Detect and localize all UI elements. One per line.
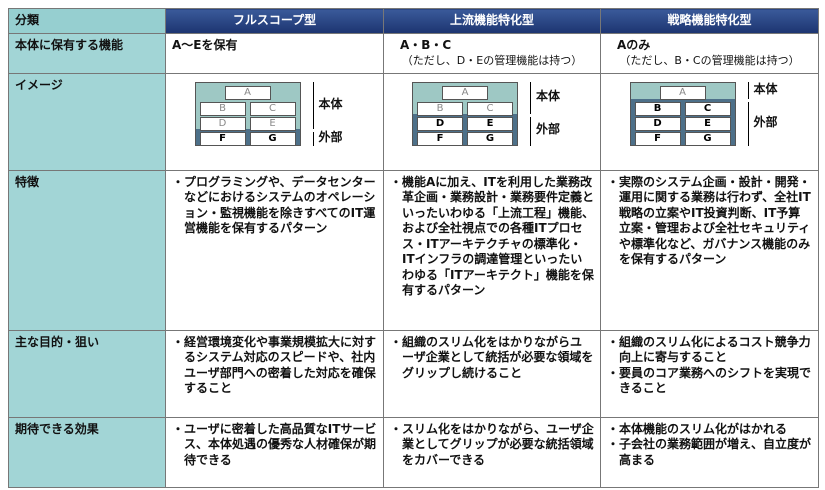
bullet: 本体機能のスリム化がはかれる: [607, 422, 812, 438]
row-purpose: 主な目的・狙い 経営環境変化や事業規模拡大に対するシステム対応のスピードや、社内…: [8, 329, 819, 418]
body-arrow-icon: [312, 81, 314, 129]
row-label: 本体に保有する機能: [8, 32, 166, 74]
row-effects: 期待できる効果 ユーザに密着した高品質なITサービス、本体処遇の優秀な人材確保が…: [8, 416, 819, 488]
function-box: B: [417, 101, 463, 116]
function-box: D: [634, 116, 681, 131]
bullet: 機能Aに加え、ITを利用した業務改革企画・業務設計・業務要件定義といったいわゆる…: [390, 175, 594, 299]
external-arrow-icon: [312, 131, 314, 146]
function-box: F: [634, 131, 681, 146]
row-label: 特徴: [8, 169, 166, 331]
bullet: 要員のコア業務へのシフトを実現できること: [607, 366, 812, 397]
header-category: 分類: [8, 8, 166, 34]
function-box: G: [684, 131, 731, 146]
cell: A・B・C （ただし、D・Eの管理機能は持つ）: [383, 32, 601, 74]
bullet: ユーザに密着した高品質なITサービス、本体処遇の優秀な人材確保が期待できる: [172, 422, 377, 469]
cell: 本体機能のスリム化がはかれる子会社の業務範囲が増え、自立度が高まる: [600, 416, 819, 488]
function-box: A: [659, 85, 706, 100]
body-label: 本体: [536, 89, 561, 103]
function-box: B: [634, 101, 681, 116]
function-box: G: [467, 131, 513, 146]
function-box: G: [249, 131, 296, 146]
header-full-scope: フルスコープ型: [165, 8, 384, 34]
function-box: F: [199, 131, 246, 146]
function-box: C: [684, 101, 731, 116]
row-label: 主な目的・狙い: [8, 329, 166, 418]
cell-text: A〜Eを保有: [165, 32, 384, 74]
row-functions: 本体に保有する機能 A〜Eを保有 A・B・C（ただし、D・Eの管理機能は持つ） …: [8, 32, 819, 74]
cell-text: A〜Eを保有: [172, 37, 238, 52]
bullet: 経営環境変化や事業規模拡大に対するシステム対応のスピードや、社内ユーザ部門への密…: [172, 335, 377, 397]
function-box: C: [249, 101, 296, 116]
body-arrow-icon: [530, 81, 531, 114]
function-box: E: [467, 116, 513, 131]
external-arrow-icon: [747, 101, 749, 146]
cell-note: （ただし、D・Eの管理機能は持つ）: [401, 54, 583, 67]
cell: 機能Aに加え、ITを利用した業務改革企画・業務設計・業務要件定義といったいわゆる…: [383, 169, 601, 331]
outsourcing-pattern-table: 分類 フルスコープ型 上流機能特化型 戦略機能特化型 本体に保有する機能 A〜E…: [8, 8, 819, 488]
external-arrow-icon: [530, 116, 531, 146]
function-box: B: [199, 101, 246, 116]
function-box: D: [417, 116, 463, 131]
body-label: 本体: [753, 81, 778, 96]
function-box: F: [417, 131, 463, 146]
bullet: プログラミングや、データセンターなどにおけるシステムのオペレーション・監視機能を…: [172, 175, 377, 237]
external-label: 外部: [536, 122, 561, 136]
cell: ユーザに密着した高品質なITサービス、本体処遇の優秀な人材確保が期待できる: [165, 416, 384, 488]
cell: Aのみ （ただし、B・Cの管理機能は持つ）: [600, 32, 819, 74]
function-box: C: [467, 101, 513, 116]
row-label: イメージ: [8, 72, 166, 171]
external-label: 外部: [753, 114, 778, 129]
function-box: E: [249, 116, 296, 131]
cell: スリム化をはかりながら、ユーザ企業としてグリップが必要な統括領域をカバーできる: [383, 416, 601, 488]
cell-text: Aのみ: [617, 37, 651, 52]
bullet: 実際のシステム企画・設計・開発・運用に関する業務は行わず、全社IT戦略の立案やI…: [607, 175, 812, 268]
bullet: 組織のスリム化によるコスト競争力向上に寄与すること: [607, 335, 812, 366]
bullet: スリム化をはかりながら、ユーザ企業としてグリップが必要な統括領域をカバーできる: [390, 422, 594, 469]
cell-note: （ただし、B・Cの管理機能は持つ）: [619, 54, 800, 67]
external-label: 外部: [318, 129, 343, 144]
cell: プログラミングや、データセンターなどにおけるシステムのオペレーション・監視機能を…: [165, 169, 384, 331]
cell: 組織のスリム化をはかりながらユーザ企業として統括が必要な領域をグリップし続けるこ…: [383, 329, 601, 418]
bullet: 組織のスリム化をはかりながらユーザ企業として統括が必要な領域をグリップし続けるこ…: [390, 335, 594, 382]
row-features: 特徴 プログラミングや、データセンターなどにおけるシステムのオペレーション・監視…: [8, 169, 819, 331]
bullet: 子会社の業務範囲が増え、自立度が高まる: [607, 437, 812, 468]
header-upstream: 上流機能特化型: [383, 8, 601, 34]
header-row: 分類 フルスコープ型 上流機能特化型 戦略機能特化型: [8, 8, 819, 34]
body-arrow-icon: [747, 81, 749, 99]
cell: 経営環境変化や事業規模拡大に対するシステム対応のスピードや、社内ユーザ部門への密…: [165, 329, 384, 418]
cell: 組織のスリム化によるコスト競争力向上に寄与すること要員のコア業務へのシフトを実現…: [600, 329, 819, 418]
cell-text: A・B・C: [400, 37, 452, 52]
function-box: D: [199, 116, 246, 131]
header-strategic: 戦略機能特化型: [600, 8, 819, 34]
function-box: E: [684, 116, 731, 131]
row-label: 期待できる効果: [8, 416, 166, 488]
cell: 実際のシステム企画・設計・開発・運用に関する業務は行わず、全社IT戦略の立案やI…: [600, 169, 819, 331]
body-label: 本体: [318, 96, 343, 111]
function-box: A: [224, 85, 271, 100]
function-box: A: [442, 85, 488, 100]
